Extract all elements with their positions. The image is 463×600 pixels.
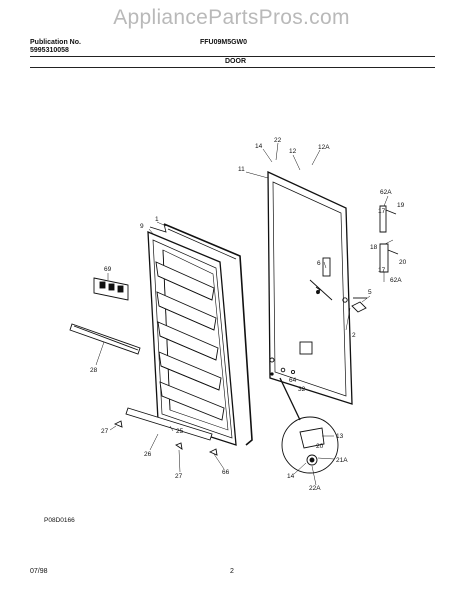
bottom-screws [113,357,296,456]
callout-27-bottom: 27 [175,473,183,480]
trim-strip-bottom [125,407,213,441]
footer-date: 07/98 [30,568,48,575]
detail-inset [279,377,339,474]
callout-14-detail: 14 [287,473,295,480]
callout-14: 14 [255,143,263,150]
footer-page-number: 2 [230,568,234,575]
hinge-assembly [342,205,399,313]
door-gasket [149,223,253,446]
section-title: DOOR [225,58,246,65]
label-block [93,277,129,301]
callout-20: 20 [399,259,407,266]
callout-62a-top: 62A [380,189,392,196]
callout-9: 9 [140,223,144,230]
callout-labels: 14 22 12 12A 11 62A 19 17 18 17 20 62A 6… [90,137,407,492]
callout-22: 22 [274,137,282,144]
callout-12a: 12A [318,144,330,151]
callout-17-bottom: 17 [378,267,386,274]
callout-28: 28 [90,367,98,374]
callout-19: 19 [397,202,405,209]
inner-door-liner [147,231,237,446]
figure-code: P08D0166 [44,517,75,524]
callout-21a: 21A [336,457,348,464]
callout-17-top: 17 [378,208,386,215]
callout-2: 2 [352,332,356,339]
callout-22a: 22A [309,485,321,492]
callout-20-detail: 20 [316,443,324,450]
callout-26: 26 [144,451,152,458]
watermark: AppliancePartsPros.com [113,6,350,29]
callout-11: 11 [238,166,245,173]
callout-6: 6 [317,260,321,267]
publication-label: Publication No. [30,39,81,46]
callout-62a-bottom: 62A [390,277,402,284]
header-rule-bottom [30,67,435,68]
callout-66: 66 [222,469,230,476]
outer-door-panel [267,170,353,405]
header-rule-top [30,56,435,57]
model-number: FFU09M5GW0 [200,39,248,46]
callout-32: 32 [298,386,306,393]
callout-13: 13 [336,433,344,440]
panel-screws [315,286,321,295]
publication-number: 5995310058 [30,47,69,54]
callout-27-left: 27 [101,428,109,435]
callout-1: 1 [155,216,159,223]
callout-5: 5 [368,289,372,296]
callout-25: 25 [176,428,184,435]
callout-69: 69 [104,266,112,273]
callout-12: 12 [289,148,297,155]
callout-leaders [95,142,394,486]
callout-64: 64 [289,377,297,384]
door-shelves [155,261,225,421]
trim-strip-top [69,323,141,355]
callout-18: 18 [370,244,378,251]
